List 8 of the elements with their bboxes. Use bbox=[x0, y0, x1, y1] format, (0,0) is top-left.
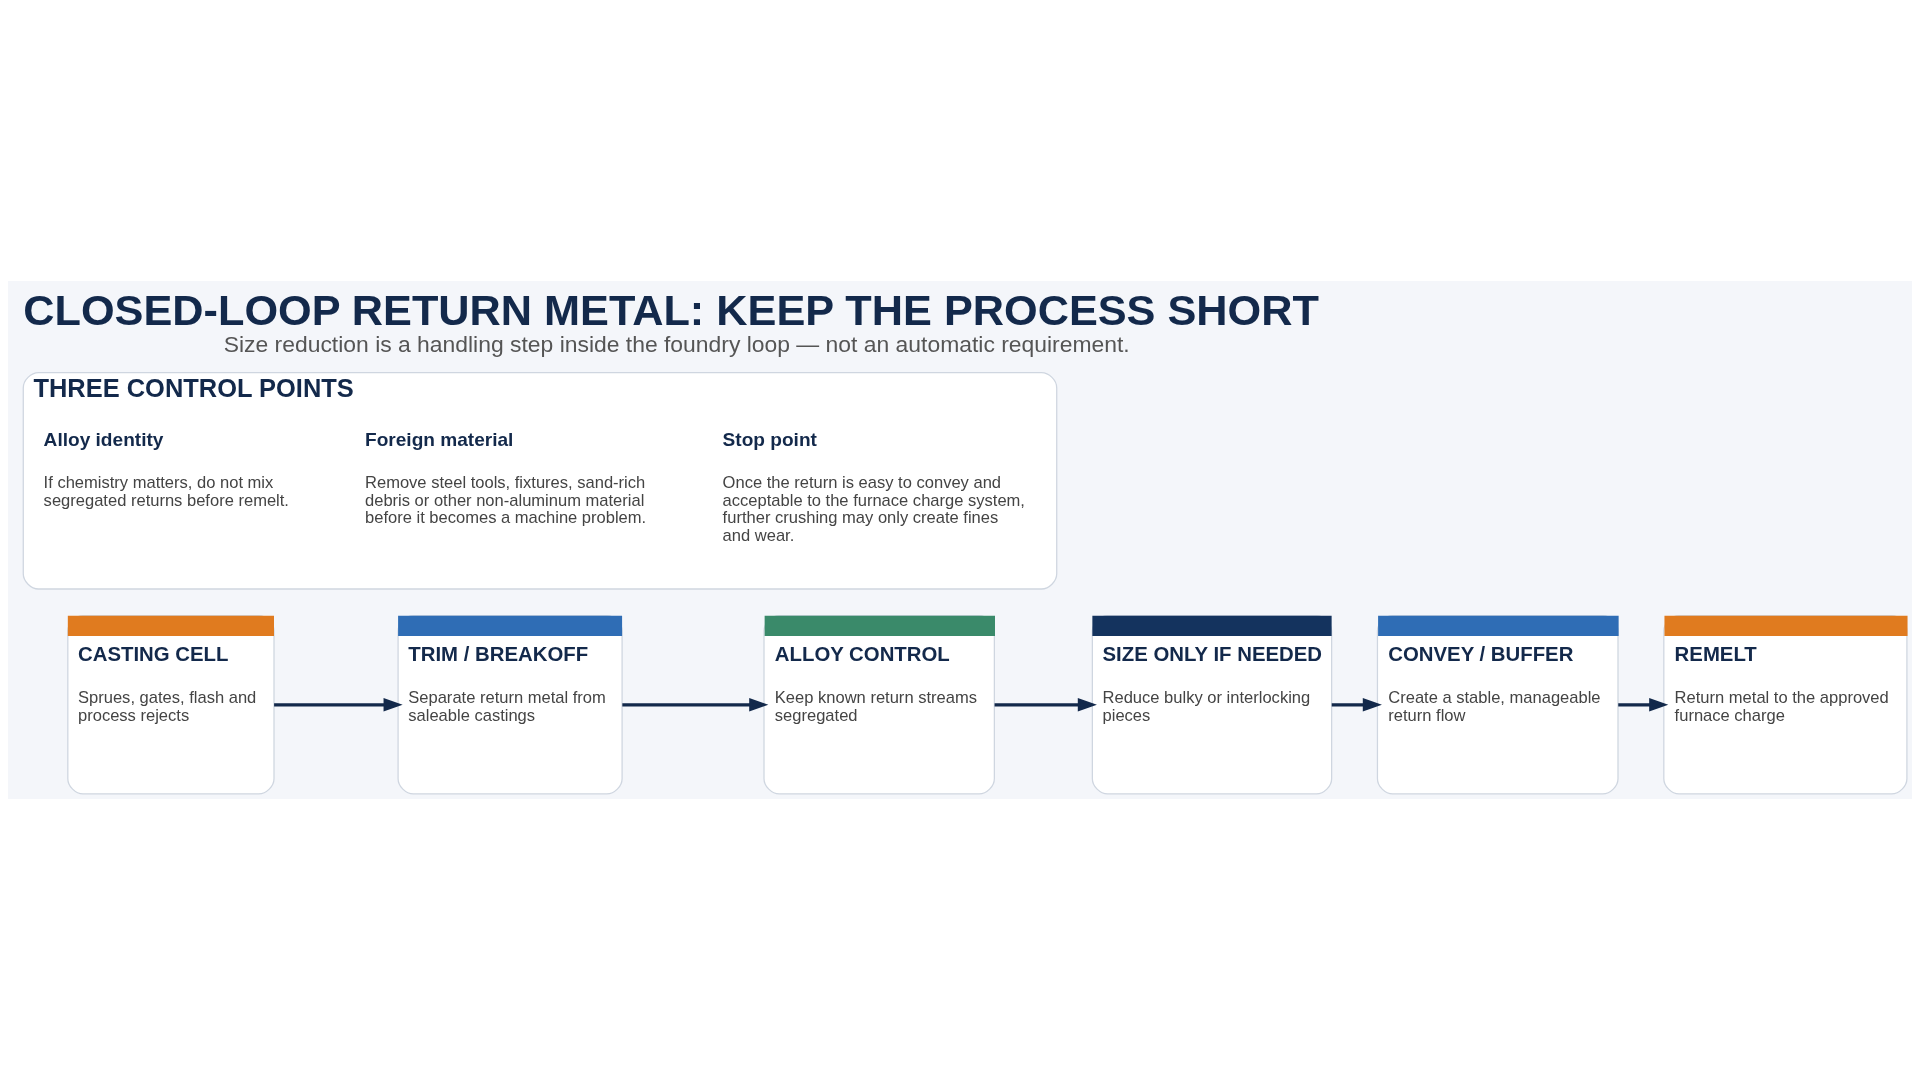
arrow bbox=[1331, 698, 1382, 712]
arrow bbox=[1618, 698, 1669, 712]
arrow bbox=[994, 698, 1097, 712]
node-text: Foreign material Remove steel tools, fixtures, sand-rich debris or other non-aluminum material before it becomes a machine problem. bbox=[365, 429, 647, 528]
arrow bbox=[274, 698, 403, 712]
node-text: Alloy identity If chemistry matters, do not mix segregated returns before remelt. bbox=[43, 429, 289, 510]
arrow bbox=[622, 698, 769, 712]
node-text: Stop point Once the return is easy to convey and acceptable to the furnace charge system, further crushing may only create fines and wear. bbox=[722, 429, 1025, 546]
